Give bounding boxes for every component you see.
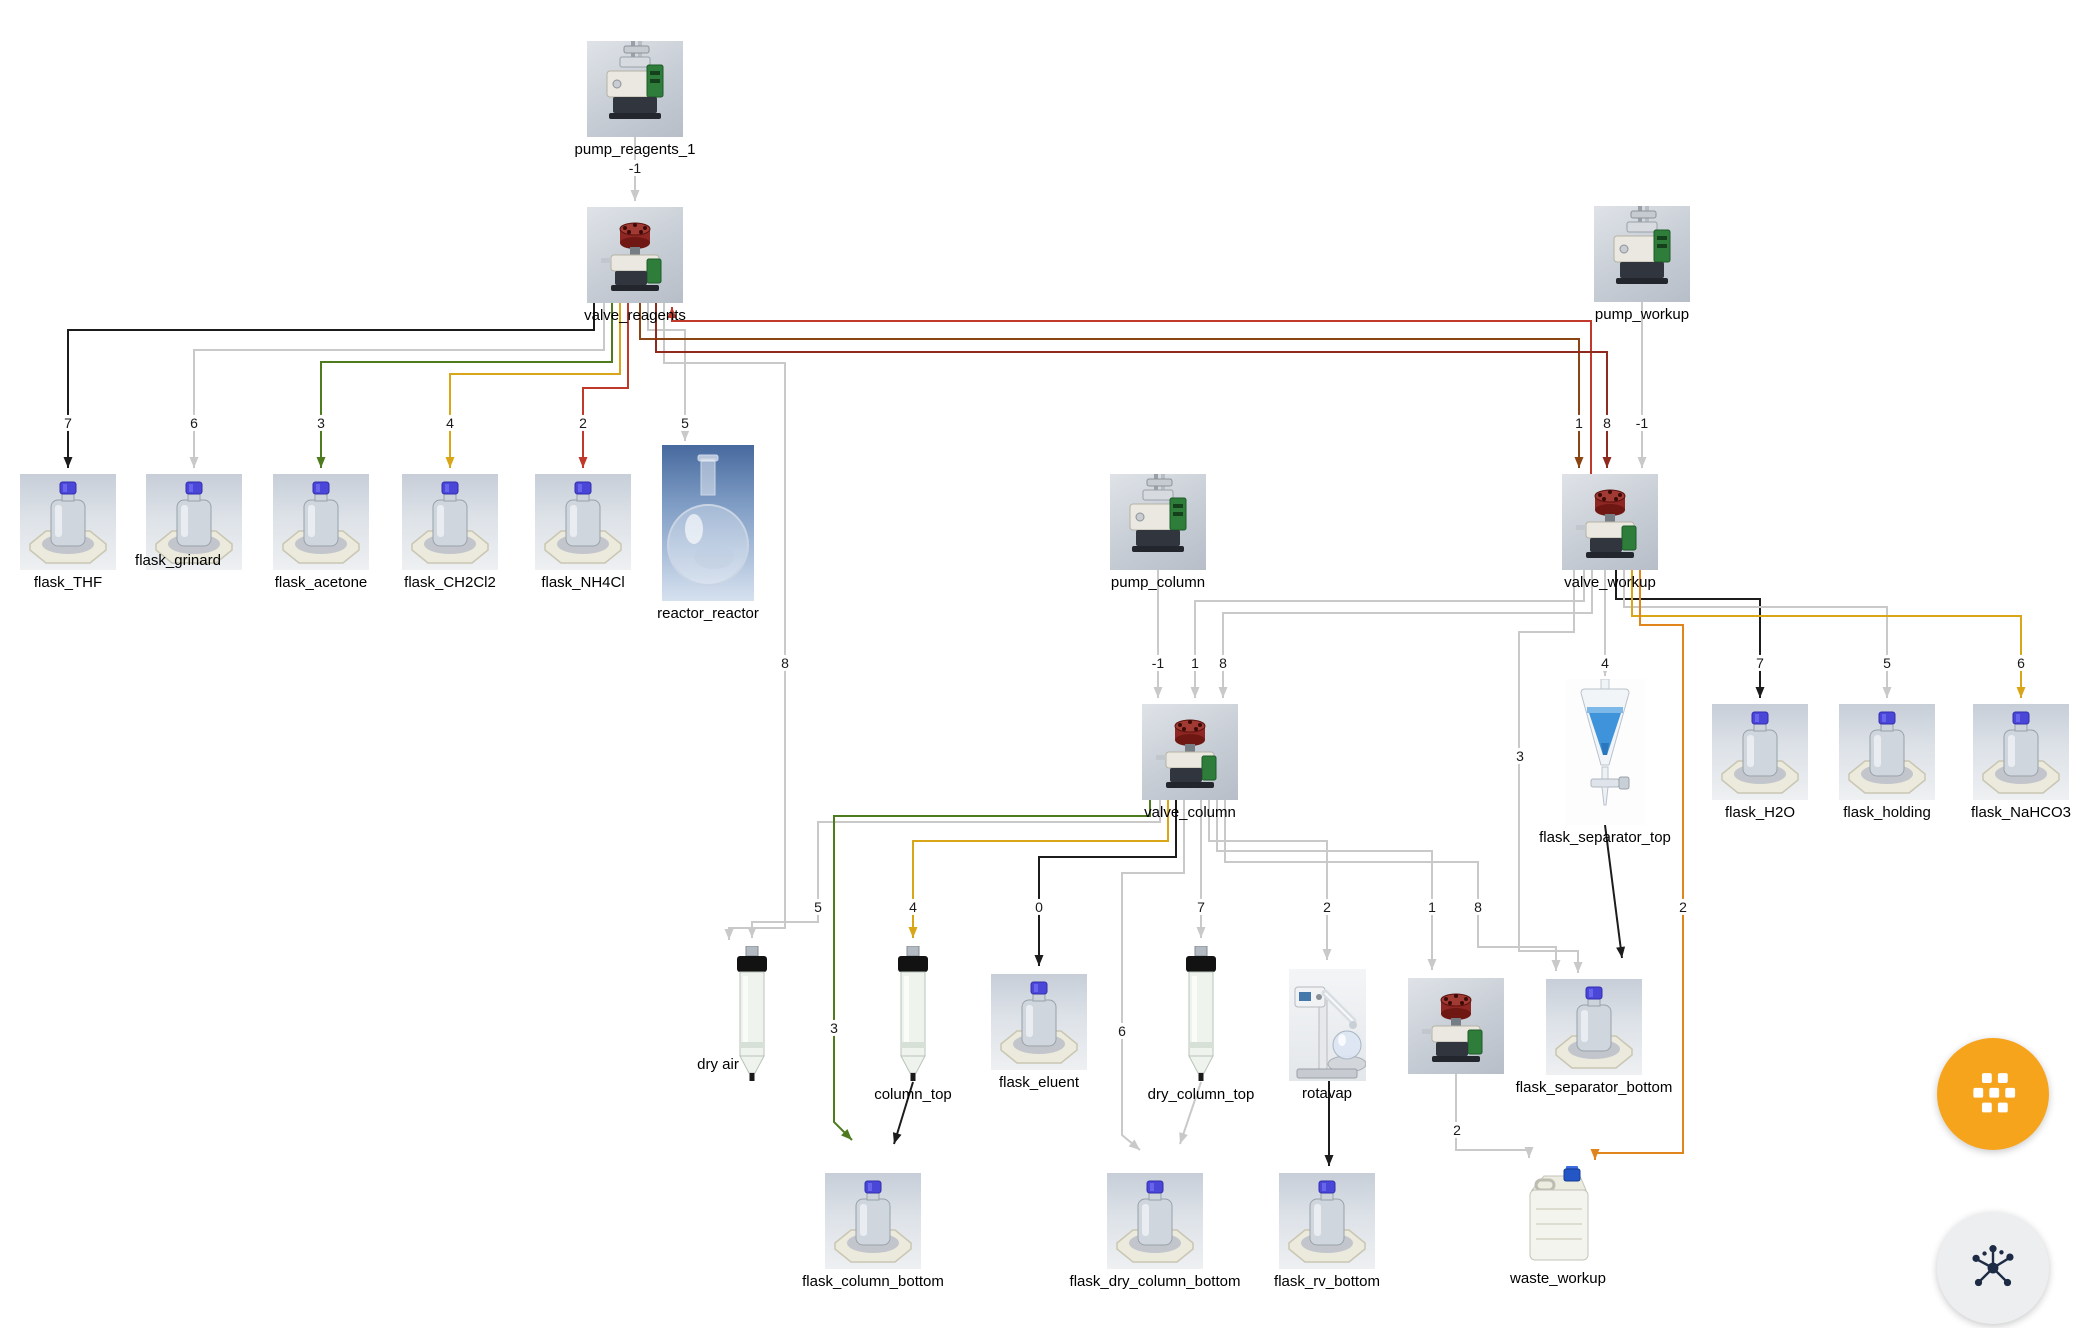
node-label-flask_dry_column_bottom: flask_dry_column_bottom xyxy=(1069,1273,1241,1290)
column-icon xyxy=(1186,946,1216,1081)
node-label-dry_column_top: dry_column_top xyxy=(1147,1086,1255,1103)
node-label-flask_CH2Cl2: flask_CH2Cl2 xyxy=(404,574,496,591)
node-label-pump_reagents_1: pump_reagents_1 xyxy=(574,141,696,158)
node-dry_column_top[interactable]: dry_column_top xyxy=(1148,946,1254,1103)
rotavap-icon xyxy=(1294,986,1366,1079)
flask-icon xyxy=(1848,711,1926,794)
valve-icon xyxy=(601,222,662,291)
node-label-flask_acetone: flask_acetone xyxy=(274,574,368,591)
node-label-reactor_reactor: reactor_reactor xyxy=(657,605,759,622)
node-flask_CH2Cl2[interactable]: flask_CH2Cl2 xyxy=(402,474,498,591)
flask-icon xyxy=(155,481,233,564)
node-label-valve_reagents: valve_reagents xyxy=(584,307,686,324)
node-label-flask_NH4Cl: flask_NH4Cl xyxy=(541,574,625,591)
node-flask_NaHCO3[interactable]: flask_NaHCO3 xyxy=(1971,704,2071,821)
node-label-flask_separator_bottom: flask_separator_bottom xyxy=(1515,1079,1673,1096)
assistant-network-icon xyxy=(1972,1245,2014,1287)
valve-icon xyxy=(1576,489,1637,558)
assistant-fab-button[interactable] xyxy=(1937,1212,2049,1324)
apps-fab-button[interactable] xyxy=(1937,1038,2049,1150)
node-label-flask_separator_top: flask_separator_top xyxy=(1539,829,1671,846)
node-pump_workup[interactable]: pump_workup xyxy=(1594,206,1690,323)
flask-icon xyxy=(1721,711,1799,794)
flask-icon xyxy=(1555,986,1633,1069)
node-pump_reagents_1[interactable]: pump_reagents_1 xyxy=(575,41,695,158)
flask-icon xyxy=(1982,711,2060,794)
node-valve_reagents[interactable]: valve_reagents xyxy=(584,207,686,324)
node-flask_holding[interactable]: flask_holding xyxy=(1839,704,1935,821)
node-waste_workup[interactable]: waste_workup xyxy=(1510,1164,1606,1287)
node-label-flask_H2O: flask_H2O xyxy=(1724,804,1796,821)
pump-icon xyxy=(606,41,664,119)
pump-icon xyxy=(1129,474,1187,552)
node-flask_separator_bottom[interactable]: flask_separator_bottom xyxy=(1516,979,1672,1096)
node-rotavap[interactable]: rotavap xyxy=(1288,969,1366,1102)
flask-icon xyxy=(1288,1180,1366,1263)
valve-icon xyxy=(1156,719,1217,788)
reactor-icon xyxy=(667,454,749,586)
node-label-flask_holding: flask_holding xyxy=(1843,804,1931,821)
node-pump_column[interactable]: pump_column xyxy=(1110,474,1206,591)
node-label-flask_column_bottom: flask_column_bottom xyxy=(802,1273,944,1290)
node-label-flask_grinard: flask_grinard xyxy=(135,552,221,569)
node-label-pump_workup: pump_workup xyxy=(1594,306,1690,323)
node-flask_dry_column_bottom[interactable]: flask_dry_column_bottom xyxy=(1070,1173,1240,1290)
node-flask_H2O[interactable]: flask_H2O xyxy=(1712,704,1808,821)
column-icon xyxy=(898,946,928,1081)
valve-icon xyxy=(1422,993,1483,1062)
flask-icon xyxy=(411,481,489,564)
node-label-flask_NaHCO3: flask_NaHCO3 xyxy=(1970,804,2072,821)
node-label-dry_air: dry air xyxy=(697,1056,739,1073)
node-label-valve_workup: valve_workup xyxy=(1564,574,1656,591)
node-valve_column[interactable]: valve_column xyxy=(1142,704,1238,821)
node-label-flask_eluent: flask_eluent xyxy=(998,1074,1080,1091)
separator-icon xyxy=(1580,679,1630,806)
flask-icon xyxy=(29,481,107,564)
node-reactor_reactor[interactable]: reactor_reactor xyxy=(657,445,759,622)
node-label-flask_rv_bottom: flask_rv_bottom xyxy=(1274,1273,1380,1290)
node-label-waste_workup: waste_workup xyxy=(1510,1270,1606,1287)
flask-icon xyxy=(282,481,360,564)
node-flask_separator_top[interactable]: flask_separator_top xyxy=(1539,679,1671,846)
node-valve_transfer[interactable] xyxy=(1408,978,1504,1074)
column-icon xyxy=(737,946,767,1081)
flask-icon xyxy=(1116,1180,1194,1263)
node-flask_acetone[interactable]: flask_acetone xyxy=(273,474,369,591)
node-flask_column_bottom[interactable]: flask_column_bottom xyxy=(802,1173,944,1290)
node-valve_workup[interactable]: valve_workup xyxy=(1562,474,1658,591)
node-column_top[interactable]: column_top xyxy=(874,946,952,1103)
node-flask_grinard[interactable]: flask_grinard xyxy=(135,474,242,570)
node-label-valve_column: valve_column xyxy=(1144,804,1236,821)
node-label-column_top: column_top xyxy=(874,1086,952,1103)
pump-icon xyxy=(1613,206,1671,284)
flask-icon xyxy=(1000,981,1078,1064)
node-dry_air[interactable]: dry air xyxy=(697,946,776,1082)
flask-icon xyxy=(834,1180,912,1263)
flask-icon xyxy=(544,481,622,564)
node-label-flask_THF: flask_THF xyxy=(33,574,103,591)
node-flask_NH4Cl[interactable]: flask_NH4Cl xyxy=(535,474,631,591)
node-label-pump_column: pump_column xyxy=(1110,574,1206,591)
node-flask_rv_bottom[interactable]: flask_rv_bottom xyxy=(1274,1173,1380,1290)
waste-icon xyxy=(1529,1166,1588,1261)
apps-grid-icon xyxy=(1973,1073,2016,1113)
node-flask_THF[interactable]: flask_THF xyxy=(20,474,116,591)
node-label-rotavap: rotavap xyxy=(1301,1085,1353,1102)
node-flask_eluent[interactable]: flask_eluent xyxy=(991,974,1087,1091)
